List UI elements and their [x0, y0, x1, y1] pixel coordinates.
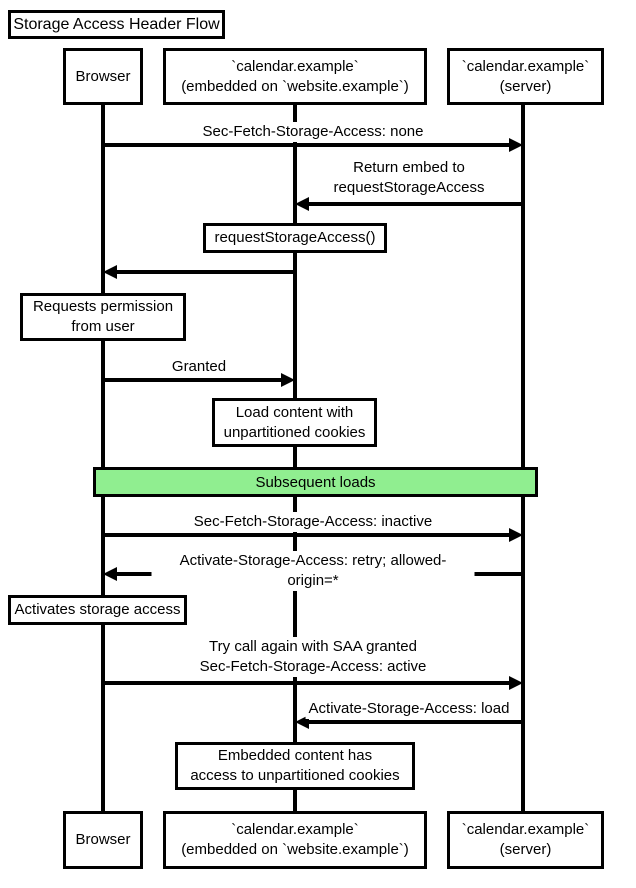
lifeline-embedded — [293, 105, 297, 811]
note: Requests permission from user — [20, 293, 186, 341]
message-label: Activate-Storage-Access: retry; allowed-… — [151, 551, 475, 591]
actor-top-browser: Browser — [63, 48, 143, 105]
actor-bottom-server: `calendar.example` (server) — [447, 811, 604, 869]
message-arrow — [103, 378, 283, 382]
actor-top-embedded: `calendar.example` (embedded on `website… — [163, 48, 427, 105]
actor-bottom-embedded: `calendar.example` (embedded on `website… — [163, 811, 427, 869]
message-arrow — [308, 720, 523, 724]
note: Activates storage access — [8, 595, 187, 625]
arrowhead-left-icon — [103, 567, 117, 581]
message-label: Activate-Storage-Access: load — [305, 699, 513, 719]
actor-top-server: `calendar.example` (server) — [447, 48, 604, 105]
lifeline-browser — [101, 105, 105, 811]
arrowhead-left-icon — [295, 197, 309, 211]
message-label: Return embed to requestStorageAccess — [330, 158, 488, 198]
arrowhead-right-icon — [509, 138, 523, 152]
message-arrow — [103, 143, 510, 147]
arrowhead-right-icon — [509, 676, 523, 690]
lifeline-server — [521, 105, 525, 811]
message-arrow — [116, 270, 295, 274]
arrowhead-left-icon — [103, 265, 117, 279]
arrowhead-right-icon — [281, 373, 295, 387]
note: Embedded content has access to unpartiti… — [175, 742, 415, 790]
note: Load content with unpartitioned cookies — [212, 398, 377, 447]
arrowhead-right-icon — [509, 528, 523, 542]
band-subsequent-loads: Subsequent loads — [93, 467, 538, 497]
actor-bottom-browser: Browser — [63, 811, 143, 869]
note: requestStorageAccess() — [203, 223, 387, 253]
message-label: Sec-Fetch-Storage-Access: inactive — [190, 512, 436, 532]
arrowhead-left-icon — [295, 715, 309, 729]
message-arrow — [308, 202, 523, 206]
message-label: Try call again with SAA granted Sec-Fetc… — [196, 637, 430, 677]
message-label: Granted — [168, 357, 230, 377]
message-arrow — [103, 681, 510, 685]
diagram-title: Storage Access Header Flow — [8, 10, 225, 39]
message-label: Sec-Fetch-Storage-Access: none — [199, 122, 427, 142]
message-arrow — [103, 533, 510, 537]
